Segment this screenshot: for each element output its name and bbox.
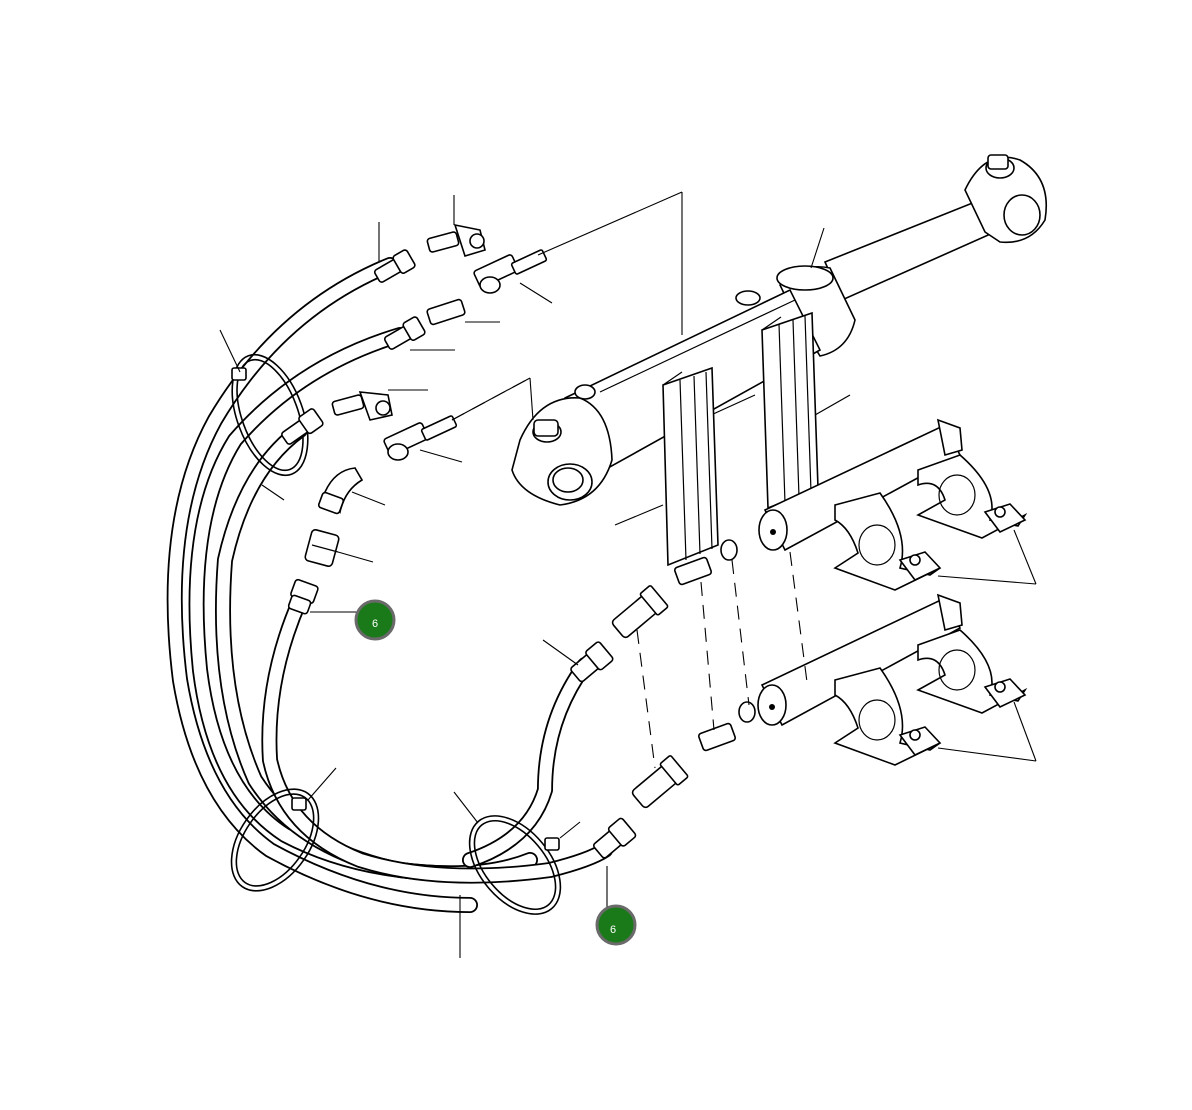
hose-end-fitting-left [281, 408, 324, 445]
hose-bundle [166, 257, 613, 913]
upper-clamp-bar [758, 418, 1028, 591]
straight-adapter-right-lower [631, 755, 689, 809]
o-ring-lower [738, 701, 756, 723]
hose-end-fitting-top-2 [383, 316, 426, 350]
assembly-dashed-lines [451, 377, 808, 769]
tee-fitting-mid [383, 415, 458, 461]
hydraulic-cylinder [511, 154, 1047, 506]
elbow-fitting-top [426, 223, 486, 257]
union-fitting [304, 529, 340, 567]
straight-connector-mid [426, 298, 466, 326]
tee-fitting-top [473, 249, 548, 294]
hose-end-fitting-6-left [287, 578, 319, 615]
channel-brackets [662, 311, 819, 567]
hose-band-lower-left [230, 788, 320, 892]
o-ring-upper [720, 539, 738, 561]
callout-label: 6 [610, 924, 616, 936]
port-adapter-upper [673, 556, 713, 586]
hose-band-upper [231, 353, 309, 477]
port-adapter-lower [697, 722, 737, 752]
callout-6-left[interactable]: 6 [354, 599, 396, 641]
lower-clamp-bar [757, 593, 1028, 766]
leader-lines [219, 191, 1037, 958]
elbow-fitting-mid [331, 391, 393, 421]
hose-band-lower-right [468, 815, 562, 915]
straight-adapter-right-upper [611, 585, 669, 639]
hose-end-fitting-6-right [592, 817, 637, 859]
hose-end-fitting-top-1 [373, 249, 416, 283]
callout-6-right[interactable]: 6 [595, 904, 637, 946]
callout-label: 6 [372, 618, 378, 630]
hose-end-fitting-right-mid [570, 641, 614, 683]
elbow-45-fitting [317, 467, 364, 515]
